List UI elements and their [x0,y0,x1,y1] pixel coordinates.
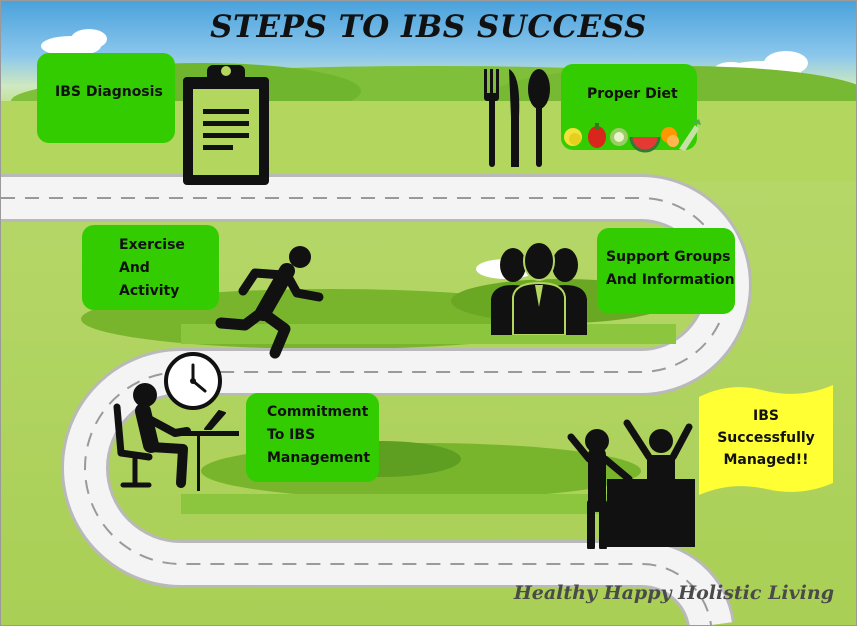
step-label-line-1: Support Groups [606,249,731,265]
step-box-ibs-diagnosis: IBS Diagnosis [37,53,175,143]
runner-icon [215,246,324,359]
desk-worker-icon [113,383,239,491]
step-label: Proper Diet [587,86,678,102]
step-box-commitment: Commitment To IBS Management [246,393,379,482]
final-banner [699,385,833,495]
step-label-line-2: And Information [606,272,735,288]
vegetables-icon [564,119,701,153]
group-icon [491,241,587,335]
final-line-2: Successfully [717,430,815,446]
step-label-line-3: Management [267,450,371,466]
step-label-line-1: Exercise [119,237,185,253]
final-line-3: Managed!! [723,452,809,468]
step-box-exercise: Exercise And Activity [82,225,219,310]
step-box-support-groups: Support Groups And Information [597,228,735,314]
grass-band-2 [181,494,681,514]
step-label-line-1: Commitment [267,404,369,420]
step-label-line-2: And [119,260,150,276]
final-line-1: IBS [753,408,779,424]
final-banner-text: IBS Successfully Managed!! [699,405,833,471]
clock-icon [164,352,222,410]
step-label-line-2: To IBS [267,427,316,443]
page-title: STEPS TO IBS SUCCESS [210,9,647,45]
clipboard-icon [183,65,269,185]
cutlery-icon [484,69,550,167]
step-label-line-3: Activity [119,283,180,299]
celebrating-people-icon [567,419,695,549]
brand-watermark: Healthy Happy Holistic Living [513,582,834,604]
step-label: IBS Diagnosis [55,84,163,100]
